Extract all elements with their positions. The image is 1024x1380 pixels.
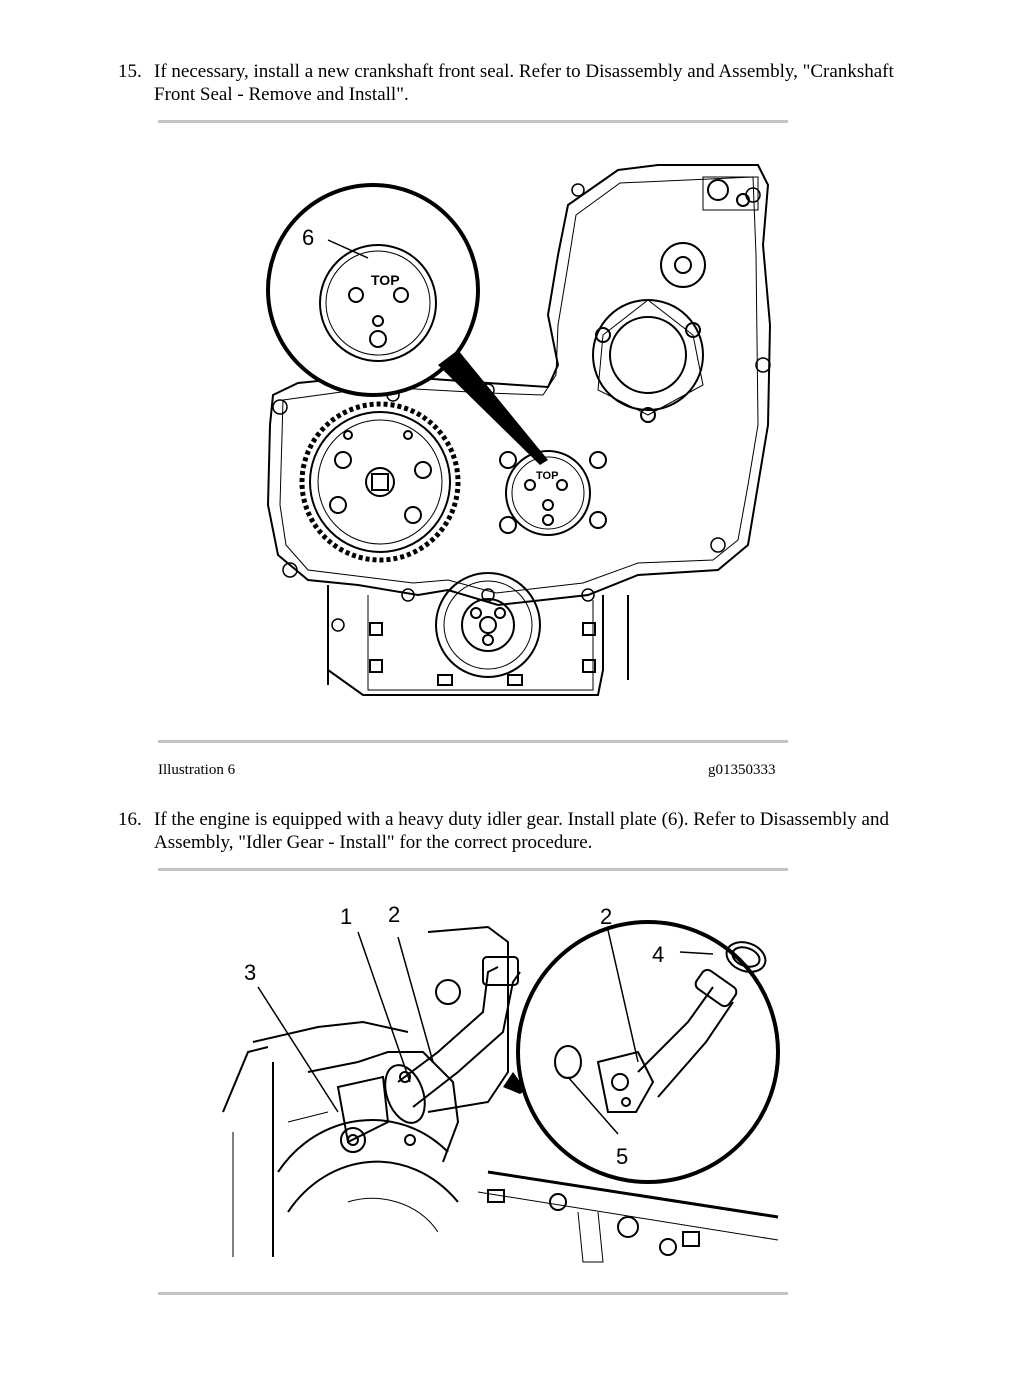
figure-top-rule-2 <box>158 868 788 871</box>
step-number: 15. <box>118 61 142 82</box>
top-marking: TOP <box>371 272 400 288</box>
callout-2: 2 <box>388 902 400 927</box>
illustration-caption: Illustration 6 <box>158 762 236 778</box>
callout-3: 3 <box>244 960 256 985</box>
illustration-id: g01350333 <box>708 762 776 778</box>
callout-6: 6 <box>302 225 314 250</box>
step-text: If necessary, install a new crankshaft f… <box>154 61 894 105</box>
svg-text:TOP: TOP <box>536 470 558 482</box>
callout-1: 1 <box>340 904 352 929</box>
figure-top-rule <box>158 120 788 123</box>
oil-pipe-illustration: 1 2 3 2 4 5 <box>222 902 780 1263</box>
front-timing-case-illustration: TOP 6 TOP <box>266 164 772 696</box>
figure-bottom-rule <box>158 740 788 743</box>
callout-4: 4 <box>652 942 664 967</box>
callout-2-inset: 2 <box>600 904 612 929</box>
step-number: 16. <box>118 809 142 830</box>
figure-bottom-rule-2 <box>158 1292 788 1295</box>
step-text: If the engine is equipped with a heavy d… <box>154 809 889 853</box>
callout-5: 5 <box>616 1144 628 1169</box>
